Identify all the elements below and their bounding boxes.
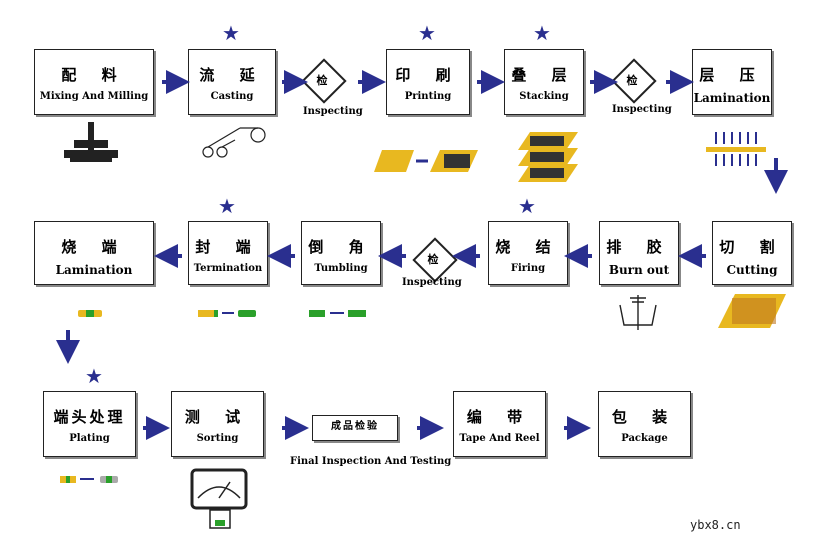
casting-rollers-icon	[202, 127, 266, 158]
step-printing-en: Printing	[404, 91, 452, 102]
step-burnout: 排 胶 Burn out	[599, 221, 679, 285]
step-package-cn: 包 装	[611, 408, 678, 426]
step-termination-cn: 封 端	[195, 238, 261, 256]
step-stacking-cn: 叠 层	[511, 66, 577, 84]
mill-stand-icon	[64, 122, 118, 162]
step-lamination-2-en: Lamination	[55, 263, 133, 277]
step-tumbling-en: Tumbling	[314, 263, 368, 274]
star-icon-firing: ★	[518, 194, 536, 218]
step-printing-cn: 印 刷	[395, 66, 461, 84]
step-tape-cn: 编 带	[466, 408, 533, 426]
step-plating-en: Plating	[69, 433, 110, 444]
plating-chips-icon	[60, 476, 118, 483]
step-termination: 封 端 Termination	[188, 221, 268, 285]
step-tape-en: Tape And Reel	[459, 433, 540, 444]
step-stacking-en: Stacking	[519, 91, 569, 102]
step-lamination-2-cn: 烧 端	[61, 238, 127, 256]
star-icon-termination: ★	[218, 194, 236, 218]
step-printing: 印 刷 Printing	[386, 49, 470, 115]
step-lamination-1-cn: 层 压	[699, 66, 765, 84]
step-casting: 流 延 Casting	[188, 49, 276, 115]
inspect-label-2: Inspecting	[612, 104, 672, 115]
inspect-diamond-2-cn: 检	[626, 74, 638, 87]
step-plating-cn: 端头处理	[53, 408, 126, 426]
tumbling-chips-icon	[309, 310, 366, 317]
step-mixing: 配 料 Mixing And Milling	[34, 49, 154, 115]
step-burnout-en: Burn out	[608, 263, 670, 277]
star-icon-casting: ★	[222, 21, 240, 45]
lamination-chip-icon	[78, 310, 102, 317]
step-burnout-cn: 排 胶	[606, 238, 672, 256]
step-final-box: 成品检验	[312, 415, 398, 441]
step-casting-cn: 流 延	[199, 66, 265, 84]
step-cutting: 切 割 Cutting	[712, 221, 792, 285]
step-lamination-2: 烧 端 Lamination	[34, 221, 154, 285]
step-stacking: 叠 层 Stacking	[504, 49, 584, 115]
step-mixing-cn: 配 料	[61, 66, 127, 84]
watermark: ybx8.cn	[690, 518, 741, 532]
lamination-press-icon	[706, 132, 766, 166]
step-sorting-en: Sorting	[196, 433, 239, 444]
step-casting-en: Casting	[210, 91, 254, 102]
step-package-en: Package	[621, 433, 668, 444]
inspect-label-3: Inspecting	[402, 277, 462, 288]
step-firing-cn: 烧 结	[495, 238, 561, 256]
cutting-grid-icon	[718, 294, 786, 328]
step-termination-en: Termination	[193, 263, 263, 274]
step-lamination-1: 层 压 Lamination	[692, 49, 772, 115]
inspect-label-1: Inspecting	[303, 106, 363, 117]
termination-chips-icon	[198, 310, 256, 317]
step-cutting-en: Cutting	[726, 263, 778, 277]
step-final-cn: 成品检验	[331, 421, 379, 432]
star-icon-printing: ★	[418, 21, 436, 45]
step-lamination-1-en: Lamination	[693, 91, 771, 105]
step-tumbling-cn: 倒 角	[308, 238, 374, 256]
star-icon-plating: ★	[85, 364, 103, 388]
step-tape: 编 带 Tape And Reel	[453, 391, 546, 457]
burnout-furnace-icon	[619, 295, 657, 330]
step-sorting: 测 试 Sorting	[171, 391, 264, 457]
inspect-diamond-3-cn: 检	[427, 253, 439, 266]
stacking-sheets-icon	[518, 132, 578, 182]
step-sorting-cn: 测 试	[184, 408, 251, 426]
step-plating: 端头处理 Plating	[43, 391, 136, 457]
sorting-meter-icon	[190, 468, 248, 529]
inspect-diamond-1-cn: 检	[316, 74, 328, 87]
step-package: 包 装 Package	[598, 391, 691, 457]
step-mixing-en: Mixing And Milling	[39, 91, 149, 102]
step-firing: 烧 结 Firing	[488, 221, 568, 285]
step-cutting-cn: 切 割	[719, 238, 785, 256]
printing-sheets-icon	[374, 150, 478, 172]
star-icon-stacking: ★	[533, 21, 551, 45]
step-firing-en: Firing	[510, 263, 546, 274]
step-final-en: Final Inspection And Testing	[290, 456, 452, 467]
